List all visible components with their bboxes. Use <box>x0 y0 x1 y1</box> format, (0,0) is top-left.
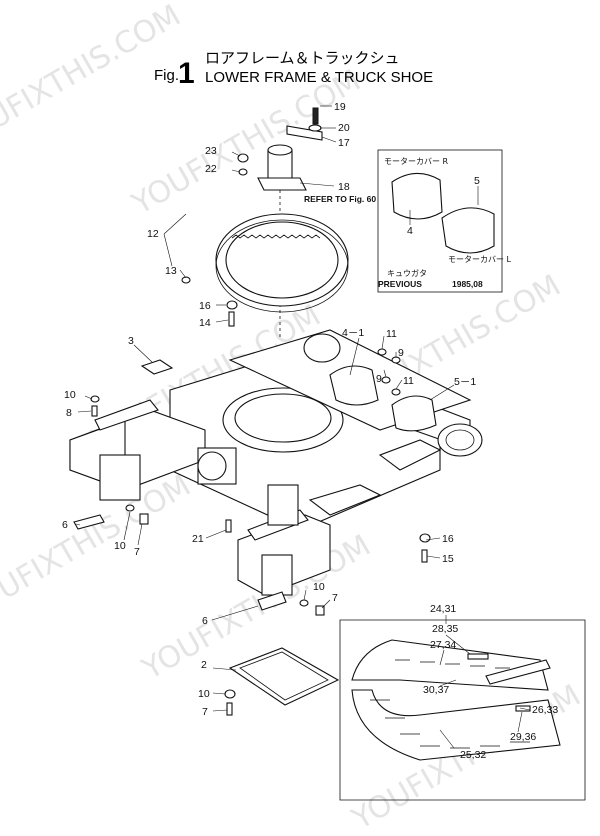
motor-cover-l-label: モーターカバー L <box>448 255 512 264</box>
previous-covers-inset: モーターカバー R モーターカバー L キュウガタ PREVIOUS 1985,… <box>377 149 512 293</box>
under-cover <box>224 647 340 716</box>
part-label: 11 <box>403 375 414 387</box>
part-label: 30,37 <box>423 684 449 696</box>
part-label: 7 <box>332 592 338 604</box>
part-label: 19 <box>334 101 346 113</box>
part-label: 4－1 <box>342 327 364 339</box>
part-label: 24,31 <box>430 603 456 615</box>
part-label: 10 <box>64 389 76 401</box>
part-label: 8 <box>66 407 72 419</box>
watermark-text: YOUFIXTHIS.COM <box>0 468 197 627</box>
track-shoe-inset <box>339 619 586 801</box>
swivel-joint-group <box>237 107 323 340</box>
previous-label-jp: キュウガタ <box>387 268 427 278</box>
figure-title: Fig. 1 ロアフレーム＆トラックシュ LOWER FRAME & TRUCK… <box>154 49 433 90</box>
part-label: 22 <box>205 163 217 175</box>
motor-cover-r-label: モーターカバー R <box>384 157 449 166</box>
part-label: 13 <box>165 265 177 277</box>
part-label: 9 <box>398 347 404 359</box>
fig-prefix: Fig. <box>154 67 179 84</box>
previous-label-en: PREVIOUS <box>378 279 422 289</box>
part-label: 6 <box>62 519 68 531</box>
part-label: 4 <box>407 225 413 237</box>
part-label: 7 <box>202 706 208 718</box>
part-label: 5 <box>474 175 480 187</box>
fig-number: 1 <box>178 57 195 90</box>
part-label: 16 <box>442 533 454 545</box>
part-label: 5－1 <box>454 376 476 388</box>
part-label: 26,33 <box>532 704 558 716</box>
part-label: 18 <box>338 181 350 193</box>
part-label: 10 <box>114 540 126 552</box>
part-label: 3 <box>128 335 134 347</box>
part-label: 29,36 <box>510 731 536 743</box>
part-label: 25,32 <box>460 749 486 761</box>
part-label: 16 <box>199 300 211 312</box>
part-label: 6 <box>202 615 208 627</box>
leader-lines <box>75 105 531 749</box>
part-label: 27,34 <box>430 639 456 651</box>
part-label: 12 <box>147 228 159 240</box>
title-japanese: ロアフレーム＆トラックシュ <box>205 49 400 67</box>
fasteners <box>73 395 431 616</box>
part-label: 20 <box>338 122 350 134</box>
part-label: 11 <box>386 328 397 340</box>
part-label: 23 <box>205 145 217 157</box>
part-label: 9 <box>376 373 382 385</box>
swing-bearing <box>181 213 349 327</box>
motor-covers-main <box>329 348 437 432</box>
title-english: LOWER FRAME & TRUCK SHOE <box>205 69 433 86</box>
part-label: 21 <box>192 533 204 545</box>
refer-note: REFER TO Fig. 60 <box>304 194 376 204</box>
part-label: 14 <box>199 317 211 329</box>
part-label: 10 <box>313 581 325 593</box>
part-label: 28,35 <box>432 623 458 635</box>
part-label: 7 <box>134 546 140 558</box>
date-label: 1985,08 <box>452 279 483 289</box>
part-label: 2 <box>201 659 207 671</box>
part-label: 17 <box>338 137 350 149</box>
part-label: 10 <box>198 688 210 700</box>
part-labels: 19 20 17 23 22 18 12 13 16 14 3 10 8 6 1… <box>62 101 558 761</box>
part-label: 15 <box>442 553 454 565</box>
